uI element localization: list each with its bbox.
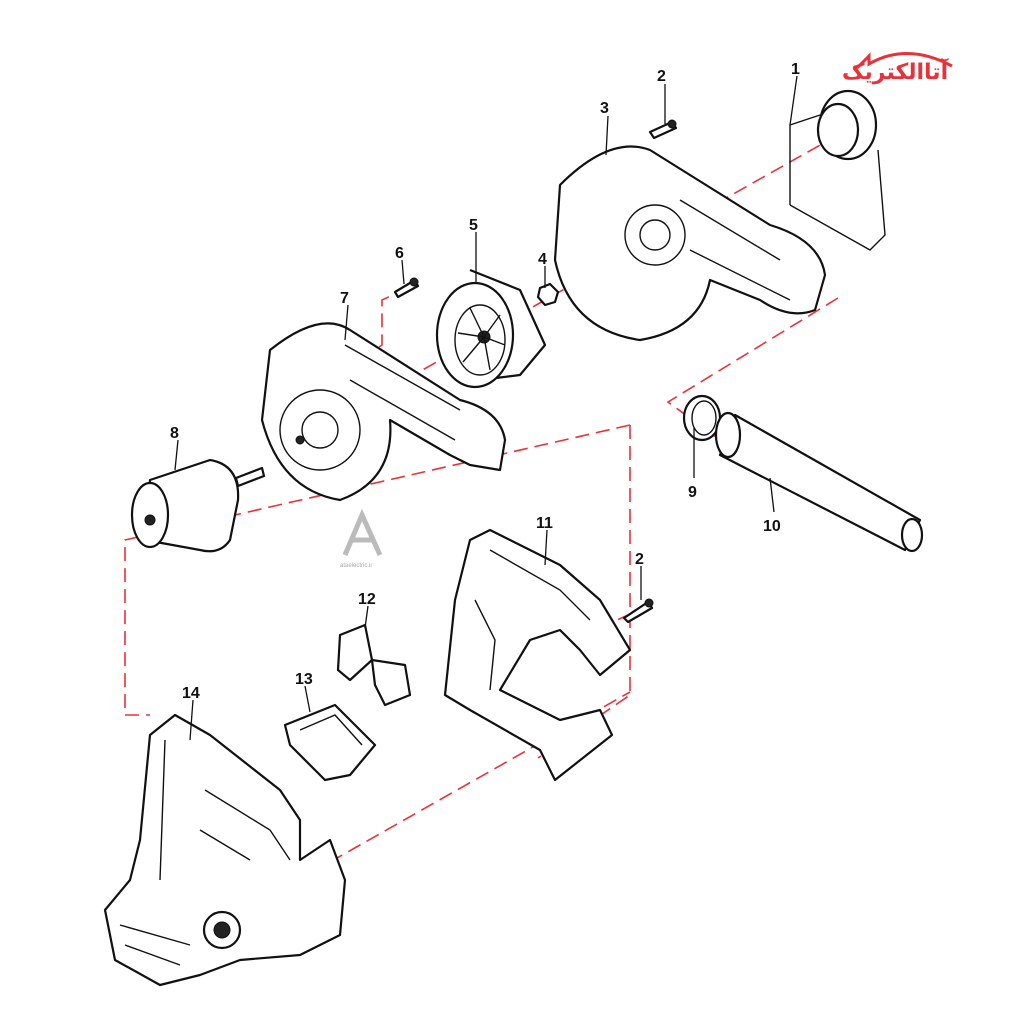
callout-6: 6 (395, 245, 404, 262)
part-6-screw (393, 277, 420, 299)
part-1-nozzle-cap (789, 89, 886, 251)
watermark: ataelectric.ir (340, 508, 383, 569)
part-4-nut (536, 282, 560, 307)
brand-logo: آتاالکتریک (842, 52, 953, 85)
callout-11: 11 (536, 515, 553, 532)
part-5-fan-impeller (435, 268, 547, 389)
callout-4: 4 (538, 251, 547, 268)
callout-8: 8 (170, 425, 179, 442)
part-9-ring (682, 394, 722, 442)
callout-7: 7 (340, 290, 349, 307)
part-12-switch (336, 623, 412, 707)
callout-14: 14 (182, 685, 200, 702)
watermark-text: ataelectric.ir (340, 563, 372, 569)
part-7-motor-housing (260, 322, 507, 502)
callout-13: 13 (295, 671, 313, 688)
part-8-motor (130, 458, 266, 553)
part-10-nozzle-tube (714, 411, 924, 553)
callout-12: 12 (358, 591, 376, 608)
callout-3: 3 (600, 100, 609, 117)
callout-2-lower: 2 (635, 551, 644, 568)
callout-5: 5 (469, 217, 478, 234)
callout-2: 2 (657, 68, 666, 85)
leader-lines (174, 75, 798, 741)
part-3-fan-housing (553, 145, 827, 342)
callout-9: 9 (688, 484, 697, 501)
callout-1: 1 (791, 61, 800, 78)
part-2-screw (648, 119, 678, 140)
part-14-main-body (103, 713, 347, 987)
part-11-handle-half (443, 528, 632, 782)
callout-10: 10 (763, 518, 781, 535)
callout-numbers: 1 2 3 4 5 6 7 8 9 10 11 2 12 13 14 (170, 61, 800, 702)
part-13-terminal-block (283, 703, 377, 782)
part-2-screw-lower (622, 598, 654, 624)
logo-swoosh-icon (855, 52, 953, 70)
